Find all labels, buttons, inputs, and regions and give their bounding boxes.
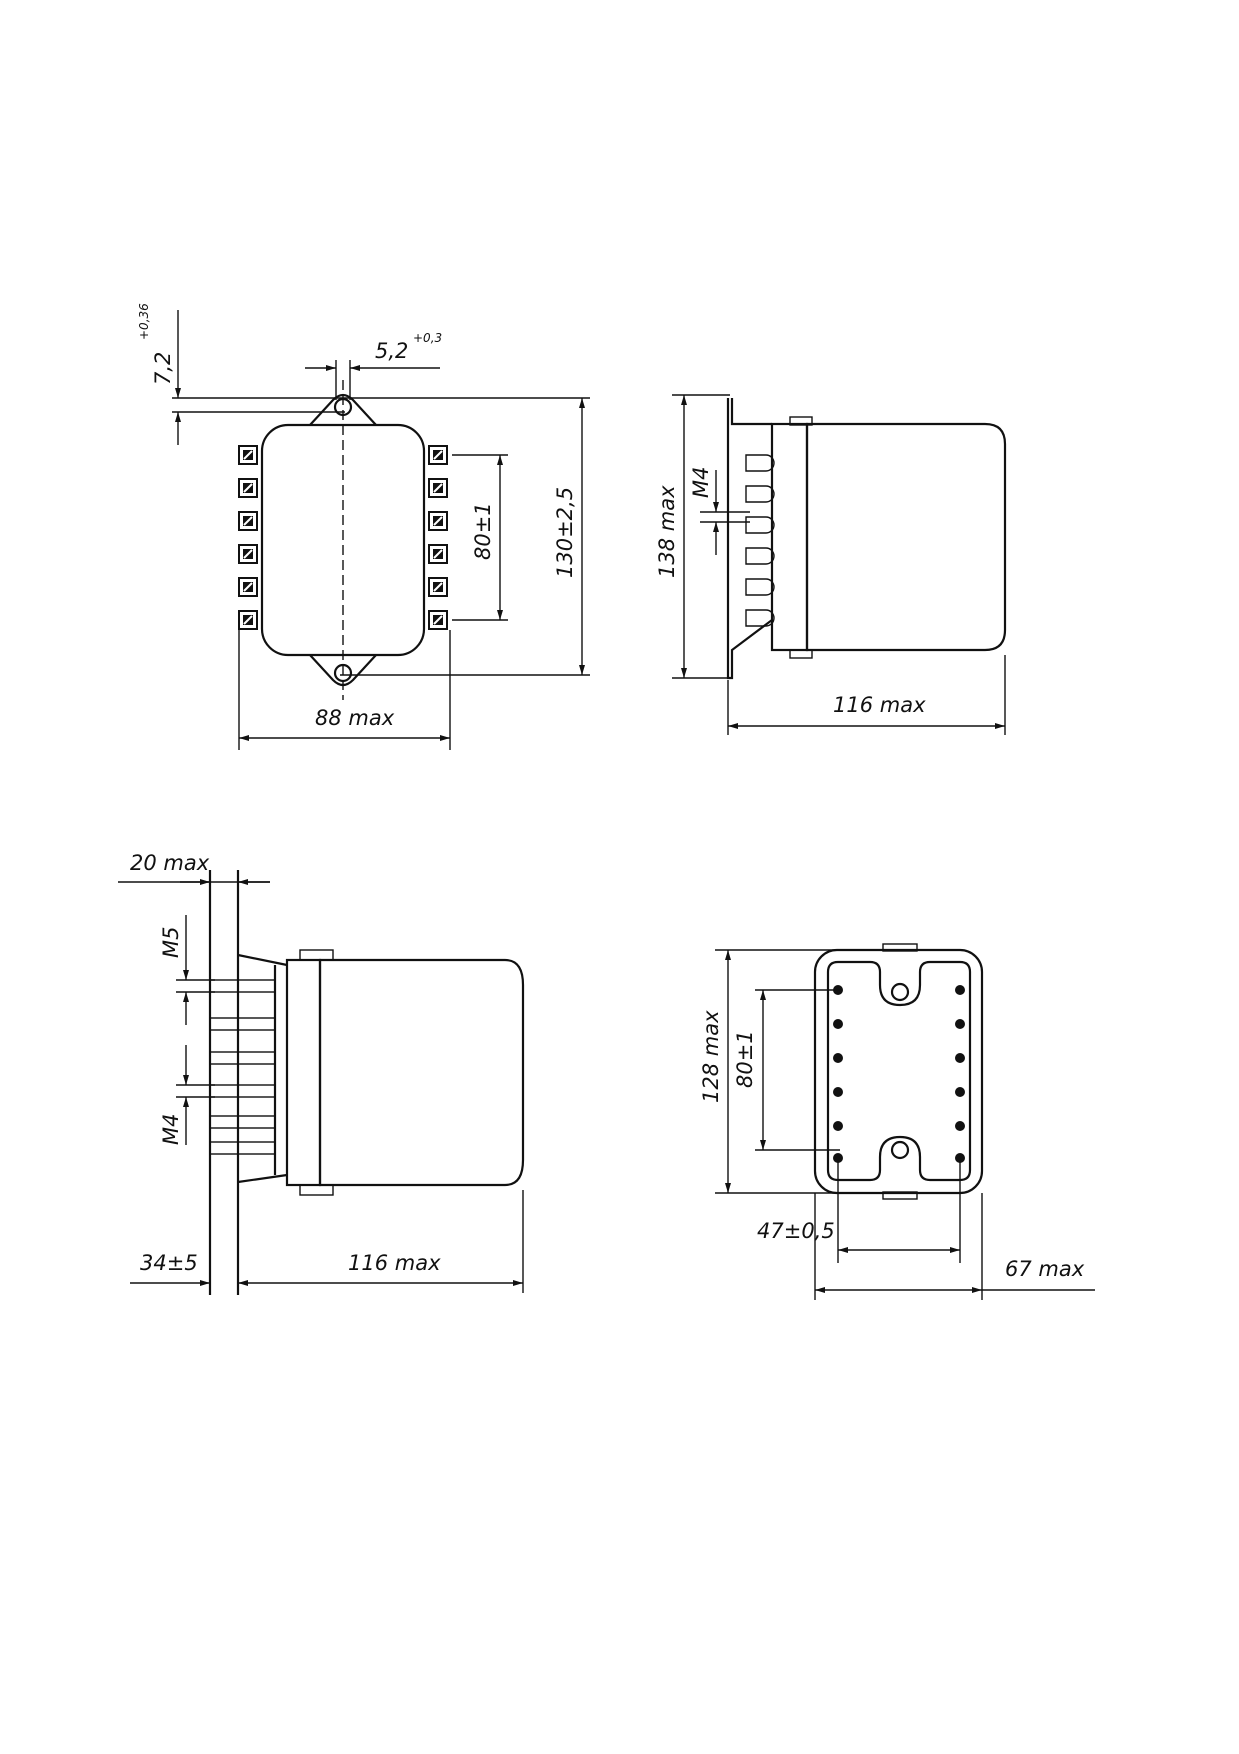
front-view-base bbox=[237, 953, 288, 1184]
bottom-view: 128 max 80±1 47±0,5 67 max bbox=[699, 943, 1095, 1300]
front-length-dimension: 116 max bbox=[348, 1251, 441, 1275]
bottom-pitch-dimension: 80±1 bbox=[733, 1030, 757, 1088]
slot-dimension: 7,2 bbox=[151, 352, 175, 385]
pitch-dimension: 80±1 bbox=[471, 502, 495, 560]
bottom-view-top-hole bbox=[890, 982, 910, 1002]
front-view-cover-flange bbox=[285, 958, 322, 1187]
bottom-view-bottom-hole bbox=[890, 1140, 910, 1160]
pin-spacing-dimension: 47±0,5 bbox=[757, 1219, 835, 1243]
hole-dimension: 5,2 bbox=[375, 339, 408, 363]
side-view-terminals bbox=[745, 454, 775, 627]
front-thread-m5-label: M5 bbox=[159, 927, 183, 958]
front-view-terminals bbox=[209, 979, 276, 1155]
front-view-body bbox=[318, 958, 525, 1187]
width-dimension: 88 max bbox=[315, 706, 395, 730]
side-view: M4 138 max 116 max bbox=[655, 394, 1007, 735]
right-terminal-column bbox=[428, 445, 448, 630]
bottom-view-right-pins bbox=[955, 985, 965, 1163]
side-height-dimension: 138 max bbox=[655, 485, 679, 578]
side-view-base bbox=[726, 398, 773, 680]
side-thread-label: M4 bbox=[689, 467, 713, 498]
side-view-cover-flange bbox=[770, 422, 809, 652]
stud-length-dimension: 20 max bbox=[130, 851, 210, 875]
side-view-body bbox=[805, 422, 1007, 652]
front-view: 20 max M5 M4 34±5 116 max bbox=[118, 851, 525, 1295]
hole-tolerance: +0,3 bbox=[413, 331, 442, 345]
bottom-view-left-pins bbox=[833, 985, 843, 1163]
front-thread-m4-label: M4 bbox=[159, 1114, 183, 1145]
slot-tolerance: +0,36 bbox=[137, 303, 151, 340]
offset-dimension: 34±5 bbox=[140, 1251, 198, 1275]
height-dimension: 130±2,5 bbox=[553, 487, 577, 578]
bottom-view-inner-frame bbox=[826, 960, 972, 1182]
top-view: 7,2 +0,36 5,2 +0,3 80±1 130±2,5 88 max bbox=[137, 303, 590, 750]
side-length-dimension: 116 max bbox=[833, 693, 926, 717]
left-terminal-column bbox=[238, 445, 258, 630]
bottom-height-dimension: 128 max bbox=[699, 1010, 723, 1103]
bottom-width-dimension: 67 max bbox=[1005, 1257, 1085, 1281]
